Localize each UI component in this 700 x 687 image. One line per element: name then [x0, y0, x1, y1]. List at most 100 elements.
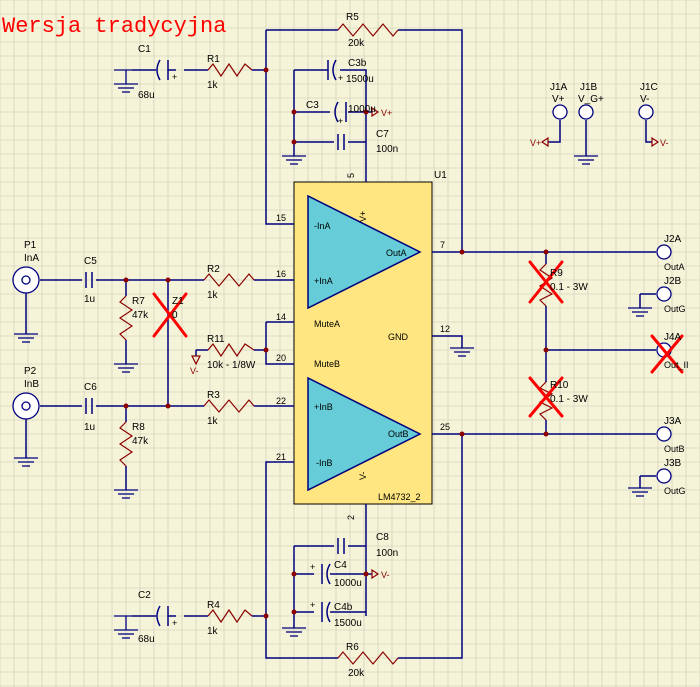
cross-r9 [528, 260, 564, 304]
label-r7-val: 47k [132, 310, 149, 321]
label-r3-ref: R3 [207, 390, 220, 401]
label-c8-val: 100n [376, 548, 398, 559]
vminus-label-j1c: V- [660, 138, 669, 148]
label-r11-val: 10k - 1/8W [207, 360, 256, 371]
component-labels: R5 20k C1 68u R1 1k C3b 1500u C3 1000u C… [24, 12, 689, 679]
label-c5-ref: C5 [84, 256, 97, 267]
bnc-p2 [12, 392, 40, 420]
vplus-flag-c3 [371, 106, 380, 118]
ground-c4 [282, 627, 306, 637]
ground-c2 [114, 615, 138, 639]
pin-label-inB-plus: +InB [314, 402, 333, 412]
label-r1-ref: R1 [207, 54, 220, 65]
label-r4-ref: R4 [207, 600, 220, 611]
power-flags [191, 106, 660, 580]
bnc-p1 [12, 266, 40, 294]
ground-r7 [114, 363, 138, 373]
label-j1c-net: V- [640, 94, 649, 105]
label-r6-val: 20k [348, 668, 365, 679]
resistor-r8 [118, 421, 134, 467]
label-j2b-ref: J2B [664, 276, 682, 287]
label-c6-ref: C6 [84, 382, 97, 393]
pin-num-2: 2 [346, 515, 356, 520]
label-r5-val: 20k [348, 38, 365, 49]
pin-label-muteA: MuteA [314, 319, 340, 329]
chip-ref: U1 [434, 170, 447, 181]
wires [25, 29, 656, 659]
label-c2-ref: C2 [138, 590, 151, 601]
capacitors [85, 134, 345, 554]
label-c4-val: 1000u [334, 578, 362, 589]
label-p1-net: InA [24, 253, 39, 264]
label-r8-val: 47k [132, 436, 149, 447]
capacitor-c7 [337, 134, 345, 150]
schematic-title: Wersja tradycyjna [2, 14, 226, 39]
vminus-flag-r11 [191, 355, 201, 366]
pin-num-16: 16 [276, 269, 286, 279]
pin-num-22: 22 [276, 396, 286, 406]
resistor-r1 [207, 62, 253, 78]
label-j3a-ref: J3A [664, 416, 682, 427]
capacitor-c8 [337, 538, 345, 554]
resistor-r7 [118, 295, 134, 341]
pin-label-outA: OutA [386, 248, 407, 258]
label-z1-val: 0 [172, 310, 178, 321]
chip-part: LM4732_2 [378, 492, 421, 502]
pin-label-muteB: MuteB [314, 359, 340, 369]
label-r1-val: 1k [207, 80, 219, 91]
label-j2a-net: OutA [664, 262, 685, 272]
label-r5-ref: R5 [346, 12, 359, 23]
vminus-flag-j1c [651, 136, 660, 148]
resistor-r6 [337, 651, 399, 665]
capacitor-c4 [321, 563, 331, 585]
label-r9-ref: R9 [550, 268, 563, 279]
ground-r8 [114, 489, 138, 499]
label-c4b-ref: C4b [334, 602, 353, 613]
cross-r10 [528, 376, 564, 418]
pin-num-21: 21 [276, 452, 286, 462]
resistor-r11 [207, 342, 255, 358]
label-r8-ref: R8 [132, 422, 145, 433]
pin-label-inB-minus: -InB [316, 458, 333, 468]
label-j1b-net: V_G+ [578, 94, 604, 105]
capacitor-c6 [85, 398, 93, 414]
label-c7-ref: C7 [376, 129, 389, 140]
removed-marks [152, 260, 684, 418]
ground-c3 [282, 155, 306, 165]
label-j4a-net: Out_II [664, 360, 689, 370]
pin-num-25: 25 [440, 422, 450, 432]
ground-j1b [574, 155, 598, 165]
terminal-j2a [656, 244, 672, 260]
pin-label-vminus: V- [358, 471, 368, 480]
label-j3a-net: OutB [664, 444, 685, 454]
capacitor-c3b [327, 59, 337, 81]
capacitor-c3 [334, 101, 347, 123]
label-p2-net: InB [24, 379, 39, 390]
capacitor-c1 [156, 59, 169, 81]
vminus-label-c4: V- [381, 570, 390, 580]
label-r11-ref: R11 [207, 334, 225, 345]
svg-text:+: + [310, 562, 315, 572]
pin-label-gnd: GND [388, 332, 409, 342]
ground-j2b [628, 307, 652, 317]
resistor-r2 [203, 273, 255, 287]
pin-label-outB: OutB [388, 429, 409, 439]
label-j3b-net: OutG [664, 486, 686, 496]
label-r4-val: 1k [207, 626, 219, 637]
label-c3-ref: C3 [306, 100, 319, 111]
svg-text:+: + [310, 600, 315, 610]
label-c1-ref: C1 [138, 44, 151, 55]
opamp-b [307, 376, 422, 492]
pin-num-12: 12 [440, 324, 450, 334]
label-r2-val: 1k [207, 290, 219, 301]
label-z1-ref: Z1 [172, 296, 184, 307]
cap-plus-signs: ++ ++ ++ [172, 72, 343, 628]
svg-text:+: + [338, 116, 343, 126]
grounds [14, 69, 652, 639]
label-j2a-ref: J2A [664, 234, 682, 245]
ground-p2 [14, 457, 38, 467]
pin-num-15: 15 [276, 213, 286, 223]
vminus-flag-c4 [371, 568, 380, 580]
label-r3-val: 1k [207, 416, 219, 427]
